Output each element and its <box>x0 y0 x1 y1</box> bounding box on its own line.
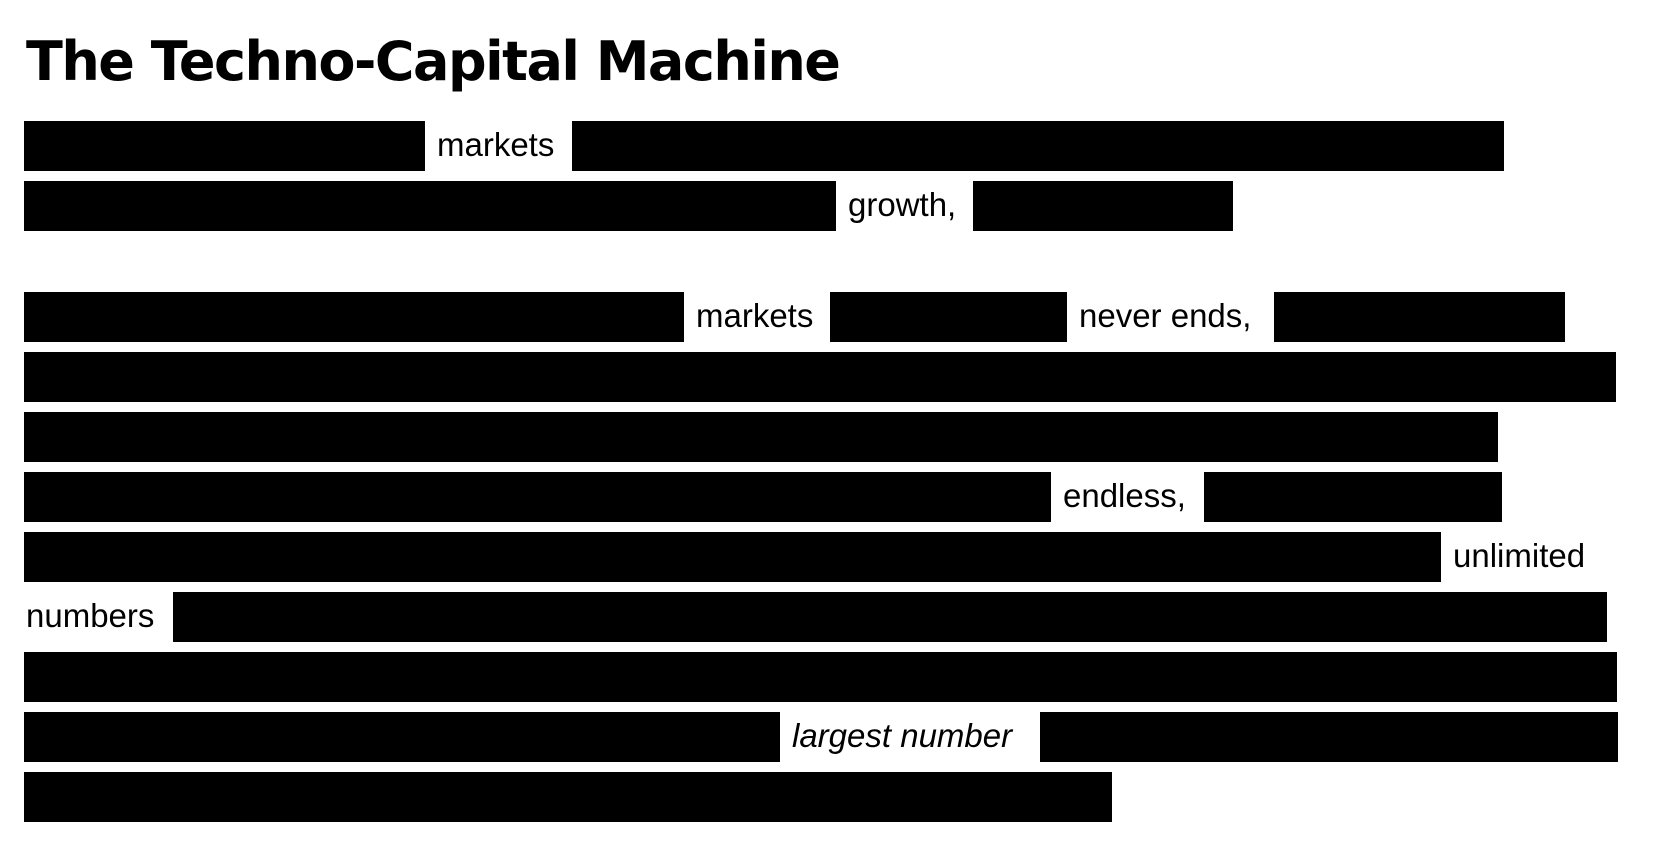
redaction-bar <box>24 412 1498 462</box>
text-line <box>0 772 1660 822</box>
text-line <box>0 352 1660 402</box>
redaction-bar <box>24 652 1617 702</box>
visible-word: unlimited <box>1453 537 1586 574</box>
text-line: markets <box>0 121 1660 171</box>
redaction-bar <box>830 292 1067 342</box>
text-line: largest number <box>0 712 1660 762</box>
text-line: unlimited <box>0 532 1660 582</box>
text-line: endless, <box>0 472 1660 522</box>
redaction-bar <box>973 181 1233 231</box>
visible-word: markets <box>696 297 814 334</box>
visible-word-emphasis: largest number <box>792 717 1013 754</box>
redaction-bar <box>24 532 1441 582</box>
redaction-bar <box>24 121 425 171</box>
text-line: markets never ends, <box>0 292 1660 342</box>
redaction-bar <box>24 352 1616 402</box>
visible-word: endless, <box>1063 477 1186 514</box>
redaction-bar <box>1204 472 1502 522</box>
redaction-bar <box>24 181 836 231</box>
visible-word: markets <box>437 126 555 163</box>
redaction-bar <box>572 121 1504 171</box>
redaction-bar <box>24 292 684 342</box>
visible-word: numbers <box>26 597 155 634</box>
visible-word: growth, <box>848 186 957 223</box>
text-line <box>0 412 1660 462</box>
redaction-bar <box>173 592 1607 642</box>
redaction-bar <box>1274 292 1565 342</box>
text-line <box>0 652 1660 702</box>
redaction-bar <box>24 712 780 762</box>
text-line: numbers <box>0 592 1660 642</box>
redaction-bar <box>24 772 1112 822</box>
text-line: growth, <box>0 181 1660 231</box>
redaction-bar <box>1040 712 1618 762</box>
visible-word: never ends, <box>1079 297 1252 334</box>
page-title: The Techno-Capital Machine <box>26 30 841 93</box>
redaction-bar <box>24 472 1051 522</box>
